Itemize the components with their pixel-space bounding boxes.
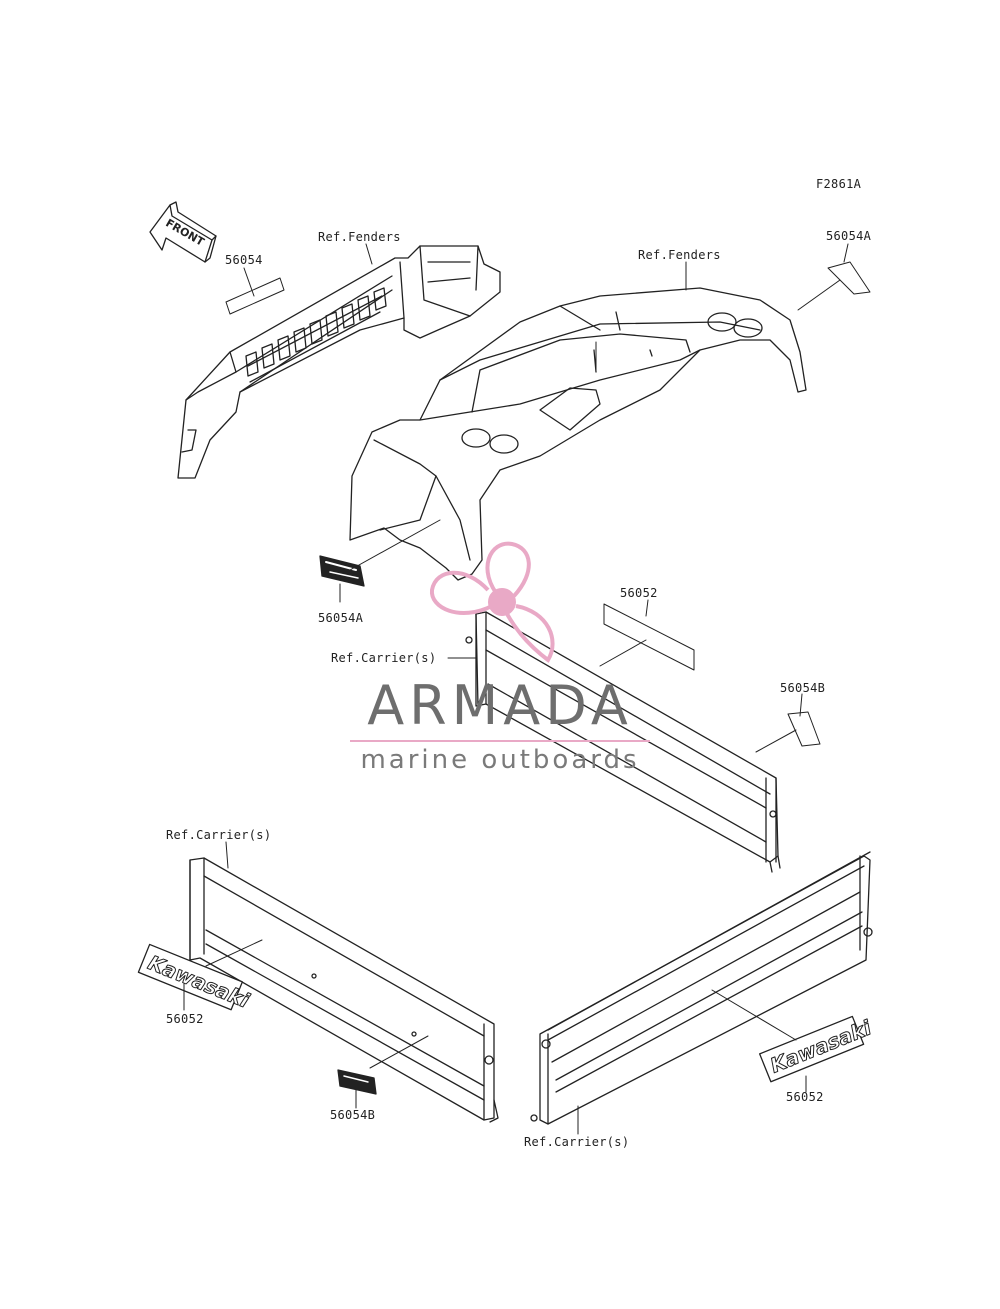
- decal-56054a-top: [827, 261, 871, 295]
- label-ref-carrier-bottom: Ref.Carrier(s): [524, 1135, 630, 1149]
- armada-propeller-logo: [429, 541, 555, 663]
- decal-56052-middle: [603, 603, 695, 671]
- label-56052-right: 56052: [786, 1090, 824, 1104]
- carrier-panel-right: [530, 851, 873, 1125]
- decal-56054b-right: [787, 711, 821, 747]
- label-56054b-bottom: 56054B: [330, 1108, 376, 1122]
- carrier-panel-left: [189, 857, 499, 1123]
- decal-56054a-emblem: [319, 555, 365, 587]
- front-arrow-icon: FRONT: [149, 201, 217, 263]
- watermark-divider: [350, 740, 650, 742]
- watermark-subtitle: marine outboards: [360, 745, 640, 775]
- label-ref-carrier-middle: Ref.Carrier(s): [331, 651, 437, 665]
- kawasaki-decal-right: Kawasaki: [758, 1015, 876, 1083]
- diagram-id: F2861A: [816, 177, 862, 191]
- label-56052-left: 56052: [166, 1012, 204, 1026]
- label-56054b-right: 56054B: [780, 681, 826, 695]
- rear-fender-tub: [349, 287, 807, 581]
- label-ref-fenders-front: Ref.Fenders: [318, 230, 401, 244]
- label-ref-carrier-left: Ref.Carrier(s): [166, 828, 272, 842]
- decal-56054b-emblem: [337, 1069, 377, 1095]
- front-fender-panel: [177, 245, 501, 479]
- decal-56054: [225, 277, 285, 315]
- carrier-panel-middle: [465, 611, 781, 873]
- label-56054: 56054: [225, 253, 263, 267]
- leader-lines: [183, 243, 849, 1135]
- label-56052-middle: 56052: [620, 586, 658, 600]
- label-ref-fenders-rear: Ref.Fenders: [638, 248, 721, 262]
- watermark-title: ARMADA: [367, 674, 633, 737]
- label-56054a-left: 56054A: [318, 611, 364, 625]
- label-56054a-top: 56054A: [826, 229, 872, 243]
